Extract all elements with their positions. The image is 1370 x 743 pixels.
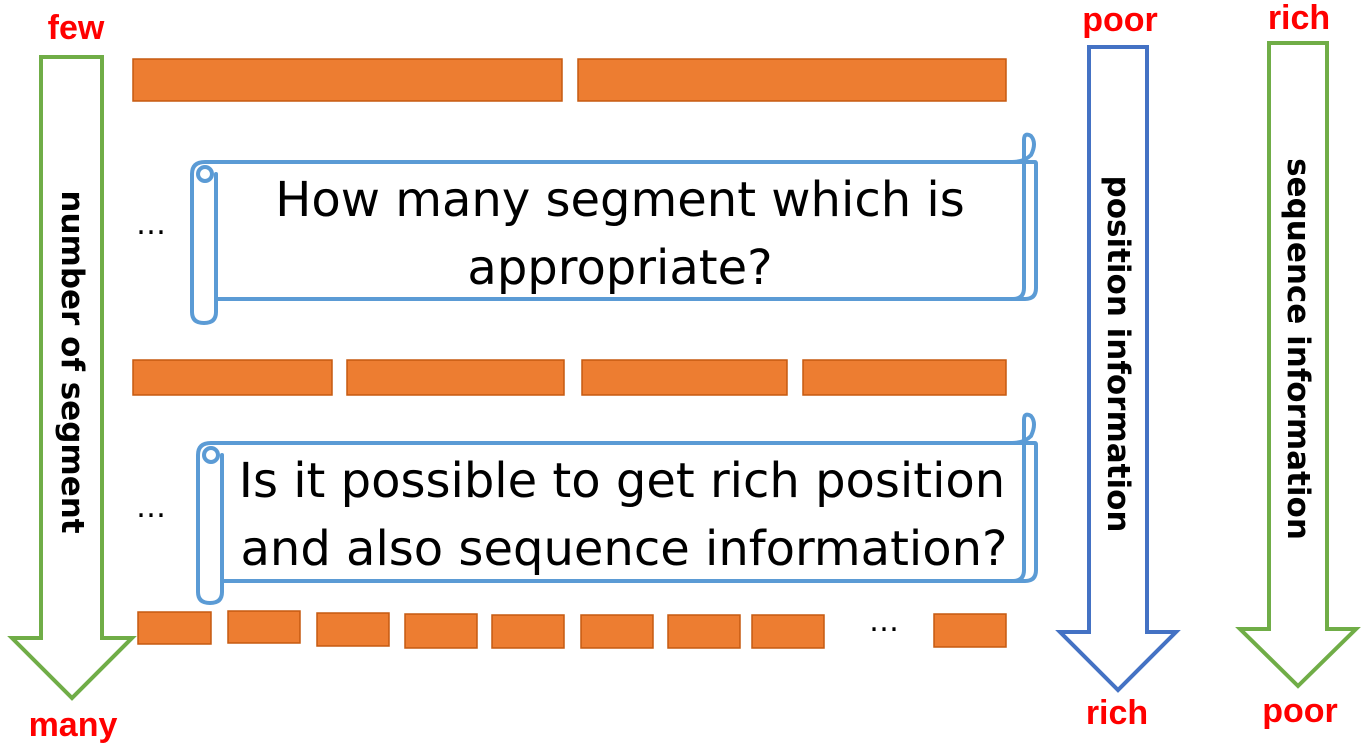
- position-top-label: poor: [1082, 1, 1158, 39]
- sequence-information-arrow: [1235, 41, 1361, 689]
- left-top-label: few: [48, 9, 105, 47]
- segment-row-2: [132, 359, 1007, 396]
- ellipsis-1: …: [136, 207, 166, 242]
- segment-block: [491, 614, 565, 649]
- segment-count-axis: number of segment: [7, 55, 137, 701]
- question-scroll-1: [190, 132, 1038, 325]
- segment-block: [137, 611, 212, 645]
- sequence-bottom-label: poor: [1262, 692, 1338, 730]
- question-2-line-2: and also sequence information?: [240, 521, 1007, 577]
- segment-block: [933, 613, 1007, 648]
- position-information-arrow: [1055, 45, 1181, 693]
- segment-block: [667, 614, 741, 649]
- position-information-caption: position information: [1100, 176, 1136, 533]
- position-bottom-label: rich: [1086, 694, 1148, 732]
- question-2-line-1: Is it possible to get rich position: [239, 453, 1005, 509]
- ellipsis-3: …: [869, 604, 899, 639]
- segment-block: [132, 359, 333, 396]
- segment-row-1: [132, 58, 1007, 102]
- segment-block: [316, 612, 390, 647]
- segment-block: [580, 614, 654, 649]
- question-1-line-1: How many segment which is: [275, 172, 964, 228]
- segment-block: [751, 614, 825, 649]
- segment-count-caption: number of segment: [54, 190, 90, 533]
- segment-block: [346, 359, 565, 396]
- question-scroll-2: [196, 412, 1038, 605]
- left-bottom-label: many: [29, 706, 118, 743]
- question-1-line-2: appropriate?: [467, 240, 772, 296]
- sequence-information-caption: sequence information: [1280, 158, 1316, 540]
- segment-block: [227, 610, 301, 644]
- ellipsis-2: …: [136, 490, 166, 525]
- segment-block: [132, 58, 563, 102]
- segment-block: [802, 359, 1007, 396]
- segment-block: [581, 359, 788, 396]
- segment-block: [577, 58, 1007, 102]
- segment-count-arrow: [7, 55, 137, 701]
- sequence-information-axis: sequence information: [1235, 41, 1361, 689]
- segment-block: [404, 613, 478, 649]
- sequence-top-label: rich: [1268, 0, 1330, 37]
- segment-row-3: [137, 610, 1007, 649]
- position-information-axis: position information: [1055, 45, 1181, 693]
